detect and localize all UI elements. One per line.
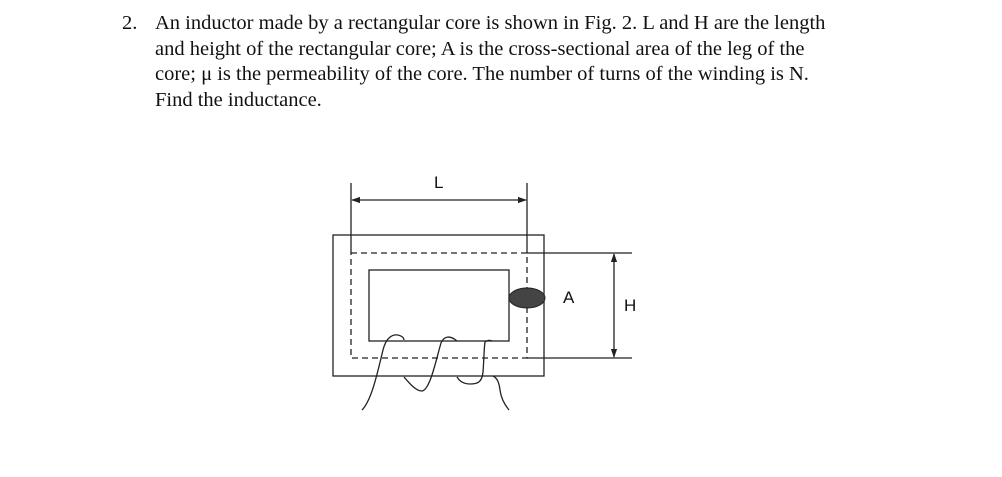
core-window: [368, 269, 510, 342]
length-label: L: [434, 173, 444, 192]
winding-coil: [361, 334, 510, 411]
problem-line-4: Find the inductance.: [155, 88, 322, 111]
problem-line-1: An inductor made by a rectangular core i…: [155, 12, 826, 34]
problem-text: An inductor made by a rectangular core i…: [155, 11, 915, 113]
mean-magnetic-path: [350, 252, 528, 359]
problem-line-2: and height of the rectangular core; A is…: [155, 37, 805, 60]
problem-line-3: core; μ is the permeability of the core.…: [155, 63, 809, 85]
area-label: A: [563, 288, 575, 307]
core-outer-boundary: [332, 234, 545, 377]
height-label: H: [624, 296, 637, 315]
cross-section-area-marker: [508, 287, 546, 309]
problem-number: 2.: [122, 12, 138, 34]
